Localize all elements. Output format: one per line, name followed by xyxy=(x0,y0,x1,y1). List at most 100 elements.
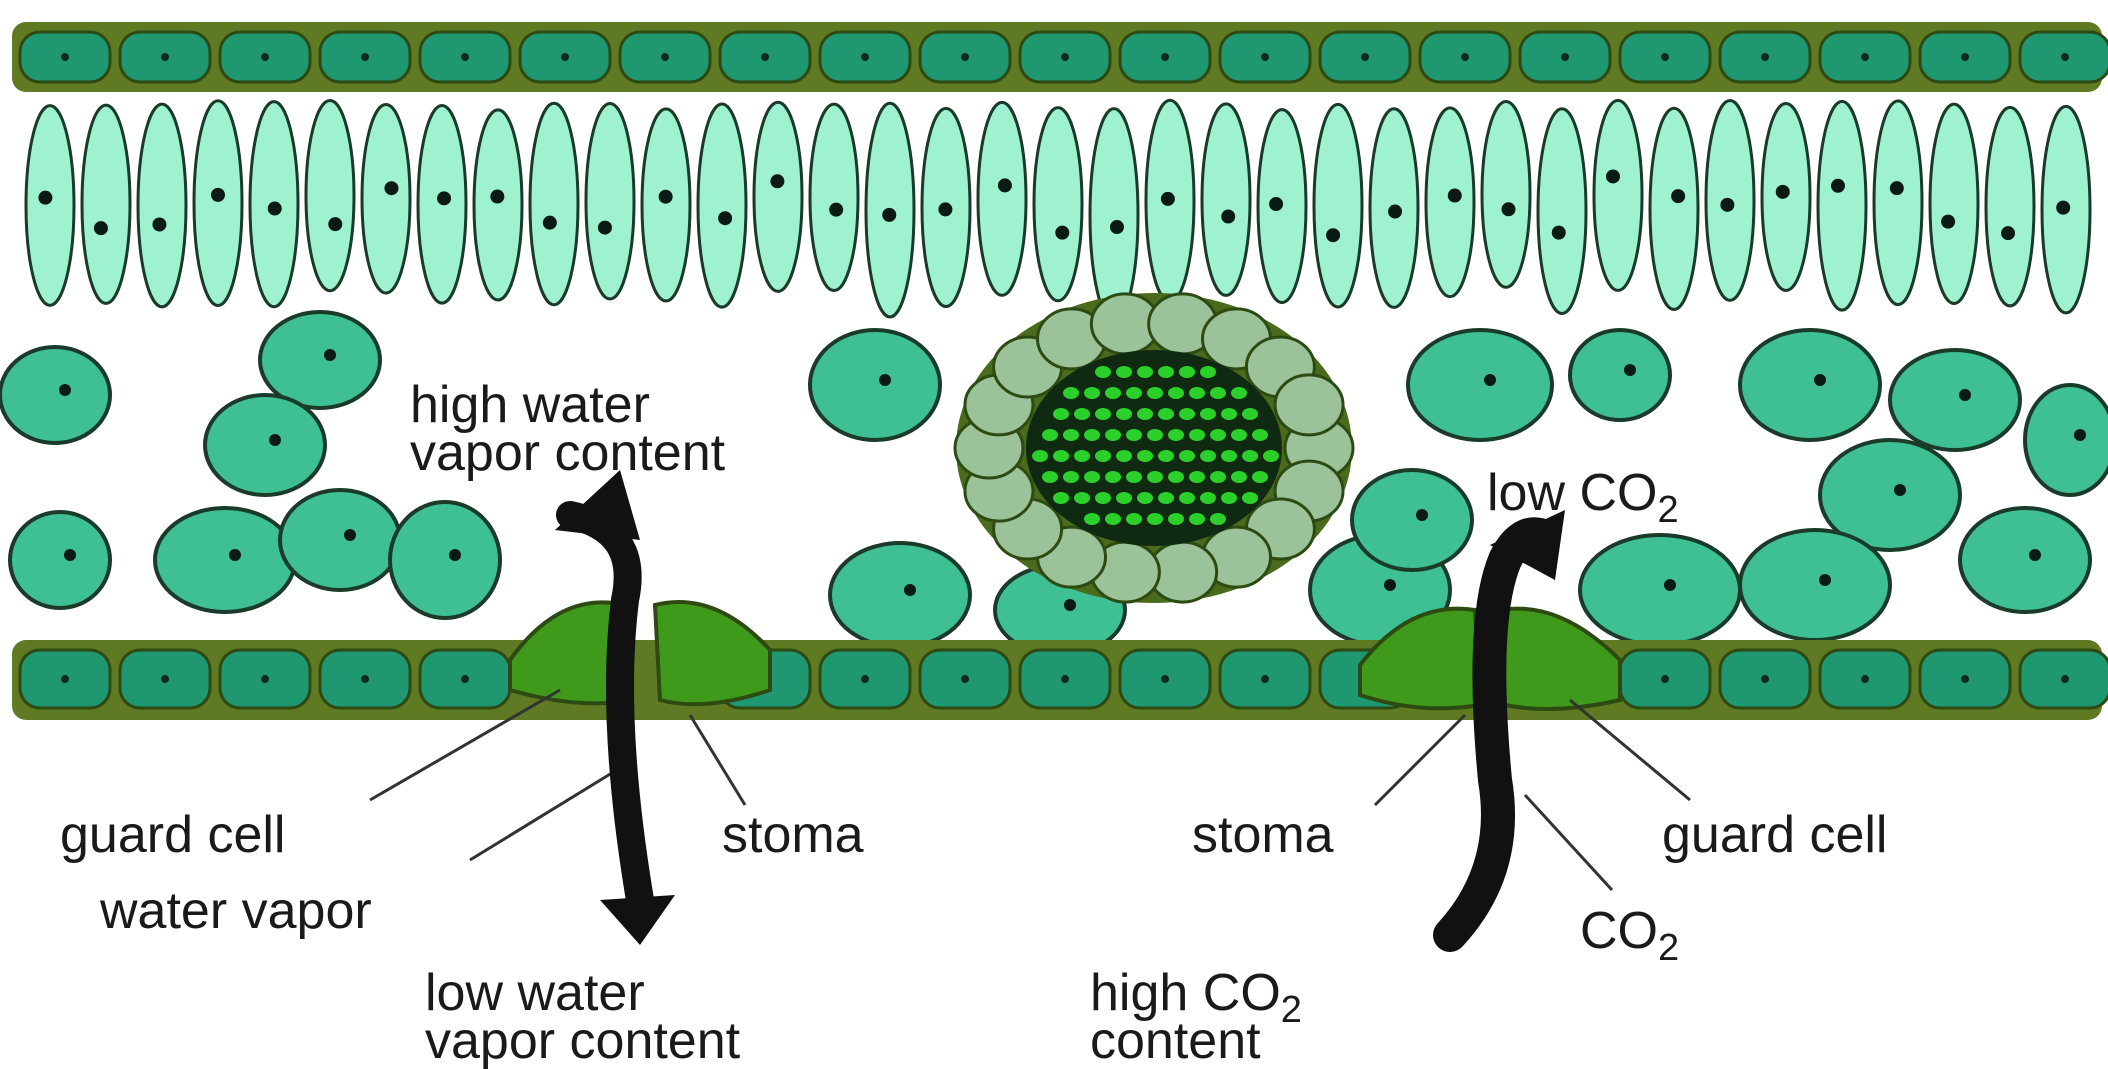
upper-epidermis xyxy=(12,22,2108,92)
vascular-cell xyxy=(1200,408,1216,420)
label-low-co2: low CO2 xyxy=(1487,464,1679,531)
vascular-cell xyxy=(1105,387,1121,399)
vascular-cell xyxy=(1158,408,1174,420)
cell-nucleus xyxy=(1861,675,1869,683)
leader-co2 xyxy=(1525,795,1612,890)
palisade-cell xyxy=(642,109,690,301)
label-guard-cell-right: guard cell xyxy=(1662,806,1887,864)
vascular-cell xyxy=(1063,429,1079,441)
label-stoma-left: stoma xyxy=(722,806,864,864)
cell-nucleus xyxy=(1761,53,1769,61)
cell-nucleus xyxy=(879,374,891,386)
cell-nucleus xyxy=(1941,215,1955,229)
spongy-cell xyxy=(0,347,110,443)
cell-nucleus xyxy=(1061,675,1069,683)
vascular-cell xyxy=(1126,387,1142,399)
spongy-cell xyxy=(1570,330,1670,420)
cell-nucleus xyxy=(561,53,569,61)
palisade-cell xyxy=(1202,104,1250,295)
cell-nucleus xyxy=(1161,675,1169,683)
cell-nucleus xyxy=(1110,220,1124,234)
vascular-bundle xyxy=(955,293,1353,603)
cell-nucleus xyxy=(229,549,241,561)
label-high-co2-line2: content xyxy=(1090,1012,1261,1069)
palisade-cell xyxy=(26,106,74,306)
vascular-cell xyxy=(1032,450,1048,462)
cell-nucleus xyxy=(861,53,869,61)
cell-nucleus xyxy=(1461,53,1469,61)
palisade-cell xyxy=(1818,101,1866,310)
palisade-cell xyxy=(306,101,354,291)
cell-nucleus xyxy=(61,53,69,61)
cell-nucleus xyxy=(1064,599,1076,611)
cell-nucleus xyxy=(2001,226,2015,240)
vascular-cell xyxy=(1210,429,1226,441)
vascular-cell xyxy=(1221,492,1237,504)
spongy-cell xyxy=(2025,385,2108,495)
vascular-cell xyxy=(1116,492,1132,504)
cell-nucleus xyxy=(1161,192,1175,206)
cell-nucleus xyxy=(94,221,108,235)
cell-nucleus xyxy=(324,349,336,361)
spongy-cell xyxy=(10,512,110,608)
cell-nucleus xyxy=(152,218,166,232)
cell-nucleus xyxy=(861,675,869,683)
palisade-cell xyxy=(1930,104,1978,303)
vascular-cell xyxy=(1084,429,1100,441)
vascular-cell xyxy=(1252,429,1268,441)
vascular-cell xyxy=(1053,492,1069,504)
cell-nucleus xyxy=(659,190,673,204)
spongy-cell xyxy=(1352,470,1472,570)
cell-nucleus xyxy=(261,675,269,683)
vascular-cell xyxy=(1189,513,1205,525)
spongy-cell xyxy=(830,543,970,647)
cell-nucleus xyxy=(543,216,557,230)
vascular-cell xyxy=(1252,471,1268,483)
vascular-cell xyxy=(1084,387,1100,399)
vascular-cell xyxy=(1147,513,1163,525)
vascular-cell xyxy=(1084,471,1100,483)
cell-nucleus xyxy=(449,549,461,561)
cell-nucleus xyxy=(1961,675,1969,683)
cell-nucleus xyxy=(998,178,1012,192)
cell-nucleus xyxy=(268,202,282,216)
spongy-cell xyxy=(1960,508,2090,612)
cell-nucleus xyxy=(1261,675,1269,683)
cell-nucleus xyxy=(718,211,732,225)
cell-nucleus xyxy=(770,174,784,188)
label-water-vapor: water vapor xyxy=(99,882,372,940)
vascular-cell xyxy=(1074,450,1090,462)
vascular-cell xyxy=(1200,492,1216,504)
label-high-co2-subscript: 2 xyxy=(1281,989,1302,1031)
cell-nucleus xyxy=(59,384,71,396)
guard-cell-left-b xyxy=(655,602,770,704)
cell-nucleus xyxy=(437,191,451,205)
vascular-cell xyxy=(1095,408,1111,420)
vascular-cell xyxy=(1126,513,1142,525)
spongy-cell xyxy=(390,502,500,618)
water-vapor-arrowhead-bottom xyxy=(600,895,675,945)
label-co2-subscript: 2 xyxy=(1658,927,1679,969)
cell-nucleus xyxy=(1831,179,1845,193)
cell-nucleus xyxy=(1814,374,1826,386)
cell-nucleus xyxy=(461,53,469,61)
spongy-cell xyxy=(155,508,295,612)
cell-nucleus xyxy=(384,181,398,195)
vascular-cell xyxy=(1158,492,1174,504)
vascular-cell xyxy=(1137,366,1153,378)
cell-nucleus xyxy=(1661,675,1669,683)
vascular-cell xyxy=(1200,366,1216,378)
spongy-cell xyxy=(1408,330,1552,440)
co2-arrow xyxy=(1450,510,1565,935)
leader-water-vapor xyxy=(470,768,620,860)
palisade-cell xyxy=(1538,109,1586,314)
spongy-cell xyxy=(260,312,380,408)
vascular-cell xyxy=(1179,366,1195,378)
vascular-cell xyxy=(1242,450,1258,462)
cell-nucleus xyxy=(161,675,169,683)
palisade-cell xyxy=(474,110,522,300)
vascular-cell xyxy=(1189,429,1205,441)
palisade-cell xyxy=(1090,109,1138,322)
cell-nucleus xyxy=(328,217,342,231)
vascular-cell xyxy=(1095,450,1111,462)
